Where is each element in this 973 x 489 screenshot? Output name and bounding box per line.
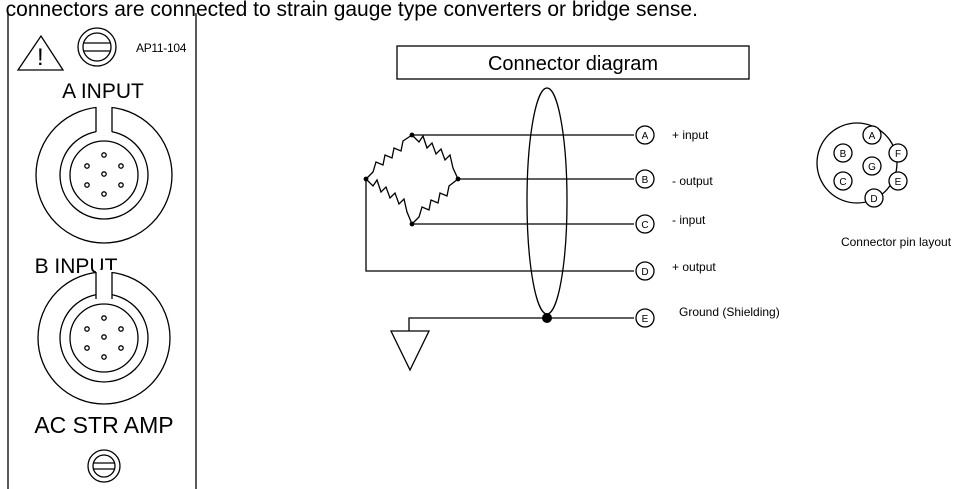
pin-label: + input	[672, 128, 709, 142]
pin-d: D	[864, 188, 884, 208]
pin-terminals: A + input B - output C - input D + outpu…	[635, 125, 780, 328]
model-number: AP11-104	[136, 41, 187, 55]
pin-terminal-e: E Ground (Shielding)	[635, 305, 780, 328]
header-text: t connectors are connected to strain gau…	[0, 0, 698, 21]
pin-terminal-a: A + input	[635, 125, 709, 145]
ground-symbol-icon	[389, 330, 431, 372]
pin-layout-label: Connector pin layout	[841, 235, 952, 249]
svg-text:A: A	[642, 131, 649, 142]
screw-icon	[87, 449, 121, 483]
svg-text:E: E	[895, 177, 902, 188]
warning-symbol: !	[37, 44, 44, 71]
warning-triangle-icon: !	[16, 34, 65, 71]
screw-icon	[77, 27, 117, 67]
pin-terminal-b: B - output	[635, 169, 713, 189]
svg-text:A: A	[869, 131, 876, 142]
module-name: AC STR AMP	[34, 412, 173, 438]
pin-terminal-d: D + output	[635, 260, 716, 281]
svg-text:B: B	[840, 149, 847, 160]
pin-e: E	[888, 171, 908, 191]
b-input-connector	[37, 270, 171, 405]
svg-text:F: F	[895, 149, 901, 160]
pin-c: C	[833, 171, 853, 191]
svg-text:E: E	[642, 314, 649, 325]
wiring-diagram: Connector diagram	[363, 45, 952, 372]
pin-g: G	[862, 156, 882, 176]
pin-f: F	[888, 143, 908, 163]
pin-label: - output	[672, 174, 713, 188]
front-panel: ! AP11-104 A INPUT	[7, 13, 197, 489]
svg-text:C: C	[641, 220, 648, 231]
svg-text:D: D	[641, 267, 648, 278]
svg-text:C: C	[839, 177, 846, 188]
pin-label: + output	[672, 260, 716, 274]
svg-text:G: G	[868, 162, 876, 173]
pin-label: Ground (Shielding)	[679, 305, 780, 319]
pin-b: B	[833, 143, 853, 163]
pin-terminal-c: C - input	[635, 213, 706, 234]
svg-text:D: D	[870, 194, 877, 205]
diagram-title: Connector diagram	[488, 53, 658, 75]
cable-shield-icon	[526, 87, 568, 323]
pin-a: A	[862, 125, 882, 145]
a-input-label: A INPUT	[62, 80, 144, 103]
svg-text:B: B	[642, 175, 649, 186]
pin-label: - input	[672, 213, 706, 227]
resistor-bridge	[363, 132, 461, 227]
a-input-connector	[35, 105, 173, 244]
connector-pin-layout: A B C D E F G	[816, 122, 952, 249]
wires	[365, 134, 634, 331]
